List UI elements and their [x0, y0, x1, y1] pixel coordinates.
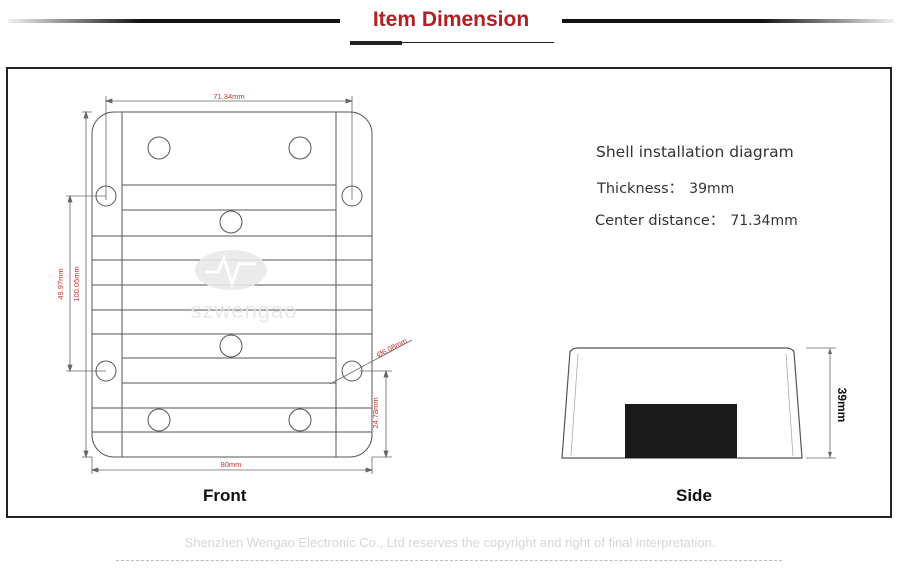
hole-center-lower: [219, 334, 243, 358]
dim-bottom-width: 80mm: [221, 460, 242, 469]
caption-side: Side: [676, 486, 712, 505]
dim-top-width: 71.34mm: [213, 92, 244, 101]
hole-bottom-right: [288, 408, 312, 432]
side-outline: [561, 347, 803, 459]
caption-front: Front: [203, 486, 247, 505]
hole-bottom-left: [147, 408, 171, 432]
dim-hole-diameter: Ø6.08mm: [375, 336, 408, 359]
title-underline-accent: [350, 41, 402, 45]
dim-side-height: 39mm: [835, 388, 849, 423]
footer-divider: [116, 560, 782, 561]
thickness-label: Thickness：: [597, 181, 684, 197]
header-rule-left: [8, 19, 340, 23]
title-underline: [350, 42, 554, 43]
info-title: Shell installation diagram: [596, 143, 794, 161]
page-title: Item Dimension: [372, 8, 530, 31]
hole-top-left: [147, 136, 171, 160]
side-connector-block: [625, 404, 737, 458]
thickness-value: 39mm: [689, 181, 735, 197]
info-center-row: Center distance： 71.34mm: [595, 209, 798, 230]
copyright-footer: Shenzhen Wengao Electronic Co., Ltd rese…: [184, 535, 716, 550]
diagram-frame: [6, 67, 892, 518]
dim-edge-offset: 24.78mm: [371, 397, 380, 428]
hole-top-right: [288, 136, 312, 160]
watermark-text: szwengao: [190, 298, 297, 323]
dim-total-height: 100.05mm: [72, 266, 81, 301]
center-distance-label: Center distance：: [595, 213, 725, 229]
front-holes: [95, 136, 363, 432]
header-rule-right: [562, 19, 894, 23]
center-distance-value: 71.34mm: [730, 213, 798, 229]
dim-hole-spacing: 49.97mm: [56, 268, 65, 299]
hole-center-upper: [219, 210, 243, 234]
info-thickness-row: Thickness： 39mm: [597, 177, 734, 198]
watermark-logo-icon: [195, 250, 267, 290]
watermark: szwengao: [190, 250, 297, 323]
side-view: 39mm: [561, 347, 849, 459]
mount-hole-right-lower: [341, 360, 363, 382]
front-dimension-lines: [66, 96, 413, 474]
